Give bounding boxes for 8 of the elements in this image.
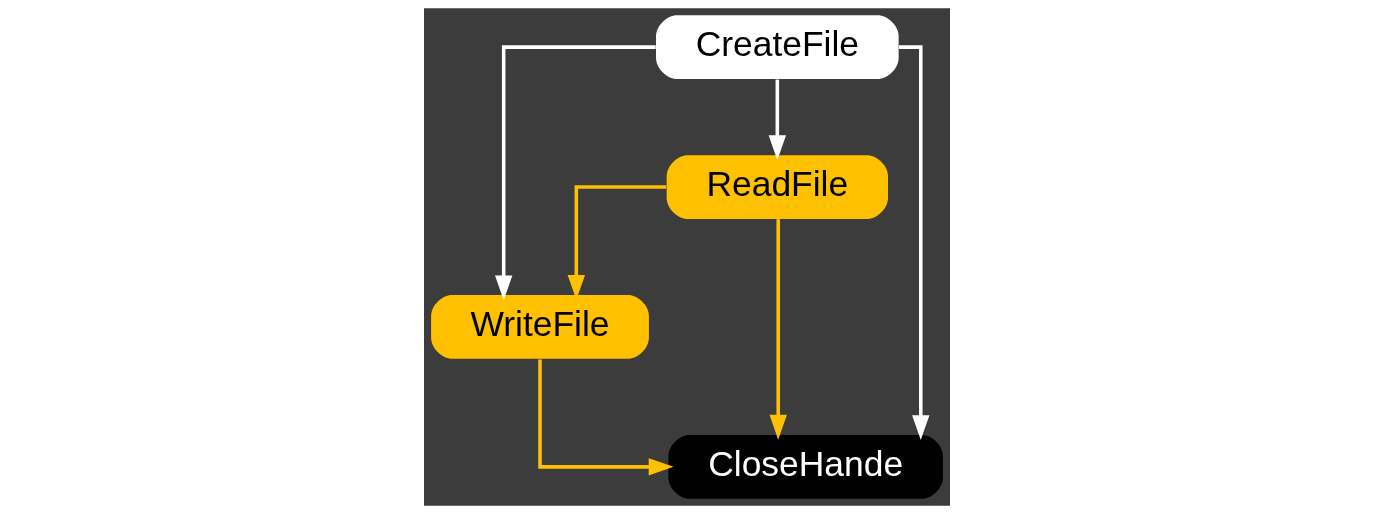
node-box: WriteFile [431,295,649,359]
arrow [768,79,786,161]
arrow [769,219,787,440]
arrow [495,45,656,301]
node-box: CloseHande [668,435,943,499]
node-box: CreateFile [656,15,899,79]
node-box: ReadFile [666,155,888,219]
arrow [538,359,674,476]
